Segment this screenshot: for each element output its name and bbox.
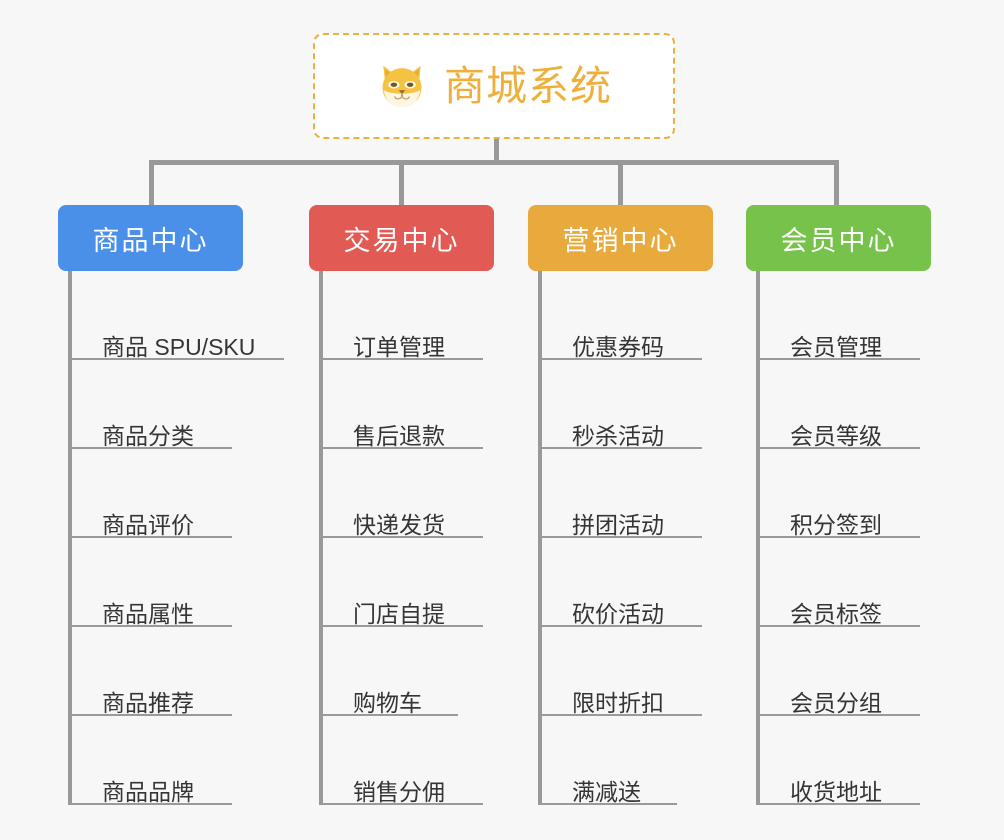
- leaf-item-label: 限时折扣: [572, 690, 664, 717]
- leaf-item[interactable]: 会员标签: [760, 538, 920, 627]
- column-header-label: 会员中心: [780, 225, 897, 256]
- leaf-item-label: 砍价活动: [572, 601, 664, 628]
- column-header-label: 交易中心: [343, 225, 460, 256]
- leaf-item-label: 商品推荐: [102, 690, 194, 717]
- column-header-marketing-center[interactable]: 营销中心: [528, 205, 713, 271]
- column-header-label: 营销中心: [562, 225, 679, 256]
- column-product-center: 商品中心商品 SPU/SKU 商品分类商品评价商品属性商品推荐商品品牌: [58, 205, 284, 805]
- shiba-dog-icon: [376, 60, 428, 112]
- column-header-product-center[interactable]: 商品中心: [58, 205, 243, 271]
- leaf-item-label: 商品属性: [102, 601, 194, 628]
- leaf-item[interactable]: 收货地址: [760, 716, 920, 805]
- leaf-item[interactable]: 砍价活动: [542, 538, 702, 627]
- column-items-trade-center: 订单管理售后退款快递发货门店自提购物车销售分佣: [319, 271, 494, 805]
- leaf-item[interactable]: 商品 SPU/SKU: [72, 271, 284, 360]
- column-header-trade-center[interactable]: 交易中心: [309, 205, 494, 271]
- leaf-item-label: 门店自提: [353, 601, 445, 628]
- leaf-item[interactable]: 购物车: [323, 627, 458, 716]
- leaf-item[interactable]: 商品属性: [72, 538, 232, 627]
- leaf-item-label: 商品 SPU/SKU: [102, 334, 256, 361]
- leaf-item[interactable]: 限时折扣: [542, 627, 702, 716]
- leaf-item[interactable]: 销售分佣: [323, 716, 483, 805]
- leaf-item-label: 积分签到: [790, 512, 882, 539]
- root-title: 商城系统: [444, 62, 612, 109]
- connector-drop-3: [834, 160, 839, 208]
- connector-horizontal-bar: [149, 160, 839, 165]
- leaf-item-label: 满减送: [572, 779, 641, 806]
- connector-drop-1: [399, 160, 404, 208]
- leaf-item-label: 商品品牌: [102, 779, 194, 806]
- leaf-item-label: 订单管理: [353, 334, 445, 361]
- leaf-item-label: 快递发货: [353, 512, 445, 539]
- leaf-item-label: 会员分组: [790, 690, 882, 717]
- leaf-item[interactable]: 满减送: [542, 716, 677, 805]
- leaf-item[interactable]: 积分签到: [760, 449, 920, 538]
- connector-drop-2: [618, 160, 623, 208]
- leaf-item-label: 会员管理: [790, 334, 882, 361]
- connector-drop-0: [149, 160, 154, 208]
- leaf-item[interactable]: 会员等级: [760, 360, 920, 449]
- leaf-item-label: 销售分佣: [353, 779, 445, 806]
- connector-stem: [494, 139, 499, 162]
- leaf-item[interactable]: 售后退款: [323, 360, 483, 449]
- leaf-item[interactable]: 快递发货: [323, 449, 483, 538]
- leaf-item-label: 售后退款: [353, 423, 445, 450]
- leaf-item[interactable]: 秒杀活动: [542, 360, 702, 449]
- leaf-item[interactable]: 商品评价: [72, 449, 232, 538]
- column-trade-center: 交易中心订单管理售后退款快递发货门店自提购物车销售分佣: [309, 205, 494, 805]
- root-node[interactable]: 商城系统: [313, 33, 675, 139]
- leaf-item[interactable]: 会员管理: [760, 271, 920, 360]
- leaf-item[interactable]: 拼团活动: [542, 449, 702, 538]
- leaf-item[interactable]: 会员分组: [760, 627, 920, 716]
- leaf-item-label: 会员标签: [790, 601, 882, 628]
- leaf-item-label: 商品评价: [102, 512, 194, 539]
- leaf-item-label: 购物车: [353, 690, 422, 717]
- column-marketing-center: 营销中心优惠券码秒杀活动拼团活动砍价活动限时折扣满减送: [528, 205, 713, 805]
- column-items-product-center: 商品 SPU/SKU 商品分类商品评价商品属性商品推荐商品品牌: [68, 271, 284, 805]
- column-items-member-center: 会员管理会员等级积分签到会员标签会员分组收货地址: [756, 271, 931, 805]
- leaf-item[interactable]: 优惠券码: [542, 271, 702, 360]
- leaf-item-label: 会员等级: [790, 423, 882, 450]
- column-header-label: 商品中心: [92, 225, 209, 256]
- leaf-item-label: 收货地址: [790, 779, 882, 806]
- leaf-item[interactable]: 商品分类: [72, 360, 232, 449]
- column-header-member-center[interactable]: 会员中心: [746, 205, 931, 271]
- leaf-item-label: 秒杀活动: [572, 423, 664, 450]
- column-items-marketing-center: 优惠券码秒杀活动拼团活动砍价活动限时折扣满减送: [538, 271, 713, 805]
- leaf-item-label: 优惠券码: [572, 334, 664, 361]
- column-member-center: 会员中心会员管理会员等级积分签到会员标签会员分组收货地址: [746, 205, 931, 805]
- leaf-item[interactable]: 商品推荐: [72, 627, 232, 716]
- leaf-item[interactable]: 订单管理: [323, 271, 483, 360]
- leaf-item-label: 商品分类: [102, 423, 194, 450]
- leaf-item-label: 拼团活动: [572, 512, 664, 539]
- leaf-item[interactable]: 商品品牌: [72, 716, 232, 805]
- leaf-item[interactable]: 门店自提: [323, 538, 483, 627]
